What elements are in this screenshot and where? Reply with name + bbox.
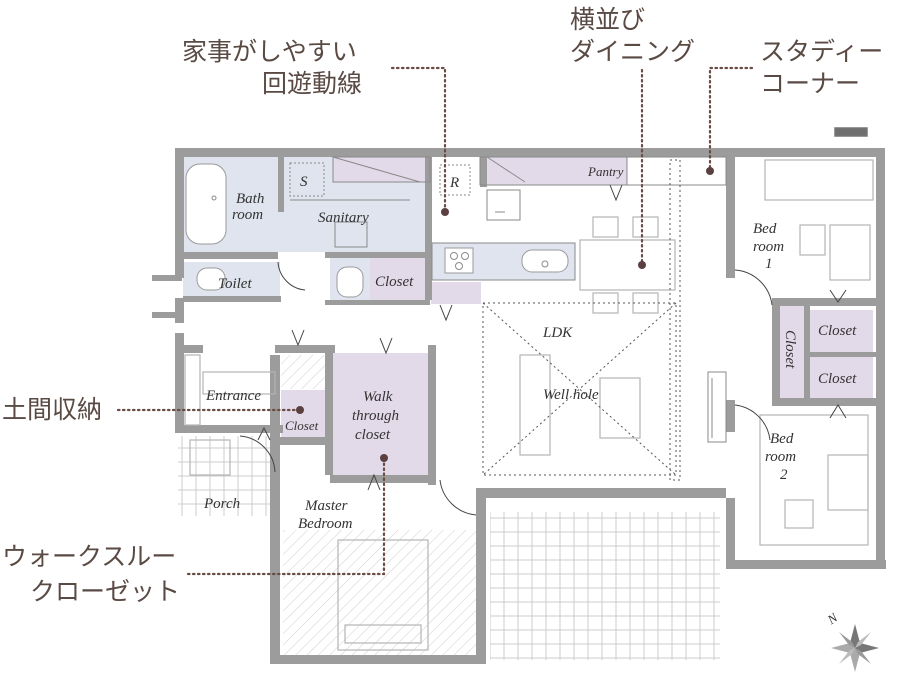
r-mark: R	[449, 175, 459, 191]
well-hole-label: Well hole	[543, 387, 599, 403]
walk-through-label-1: Walk	[363, 389, 393, 405]
study-callout-1: スタディー	[760, 37, 883, 66]
closet-entrance-label: Closet	[285, 418, 319, 433]
closet-center-label: Closet	[375, 274, 414, 290]
sanitary-label: Sanitary	[318, 210, 369, 226]
bed1-label-3: 1	[765, 256, 773, 272]
walk-through-callout-1: ウォークスルー	[2, 542, 176, 571]
master-label-2: Bedroom	[298, 516, 353, 532]
ldk-label: LDK	[542, 325, 573, 341]
walls	[152, 127, 886, 664]
doors	[239, 184, 847, 516]
study-callout-2: コーナー	[760, 69, 860, 98]
doma-storage-callout: 土間収納	[2, 395, 102, 424]
closet-vertical-label: Closet	[782, 330, 798, 369]
bed1-label-2: room	[753, 239, 784, 255]
side-dining-callout-1: 横並び	[570, 5, 645, 34]
master-label-1: Master	[304, 498, 348, 514]
closet-right2-label: Closet	[818, 371, 857, 387]
housework-callout-1: 家事がしやすい	[182, 37, 357, 66]
bath-label-1: Bath	[236, 191, 264, 207]
bed2-label-1: Bed	[770, 431, 794, 447]
side-dining-marker	[638, 261, 646, 269]
closet-right1-label: Closet	[818, 323, 857, 339]
s-mark: S	[300, 174, 308, 190]
housework-marker	[441, 208, 449, 216]
study-marker	[706, 167, 714, 175]
housework-callout-2: 回遊動線	[262, 69, 362, 98]
well-hole-outline	[482, 159, 681, 481]
room-labels: Bath room Sanitary S R Pantry Toilet Clo…	[203, 164, 857, 532]
bed1-label-1: Bed	[753, 221, 777, 237]
pantry-label: Pantry	[587, 164, 624, 179]
walk-through-label-3: closet	[355, 427, 391, 443]
compass-rose	[831, 624, 879, 672]
toilet-label: Toilet	[218, 276, 252, 292]
porch-label: Porch	[203, 496, 240, 512]
side-dining-callout-2: ダイニング	[570, 37, 695, 66]
walk-through-label-2: through	[352, 408, 399, 424]
bath-label-2: room	[232, 207, 263, 223]
compass-north-label: N	[824, 609, 842, 628]
callouts: 家事がしやすい 回遊動線 横並び ダイニング スタディー コーナー 土間収納 ウ…	[2, 5, 883, 606]
bed2-label-3: 2	[780, 467, 788, 483]
doma-storage-marker	[296, 406, 304, 414]
walk-through-callout-2: クローゼット	[30, 577, 180, 606]
fixtures	[185, 156, 727, 443]
furniture	[184, 159, 874, 651]
entrance-label: Entrance	[205, 388, 261, 404]
walk-through-marker	[380, 454, 388, 462]
bed2-label-2: room	[765, 449, 796, 465]
